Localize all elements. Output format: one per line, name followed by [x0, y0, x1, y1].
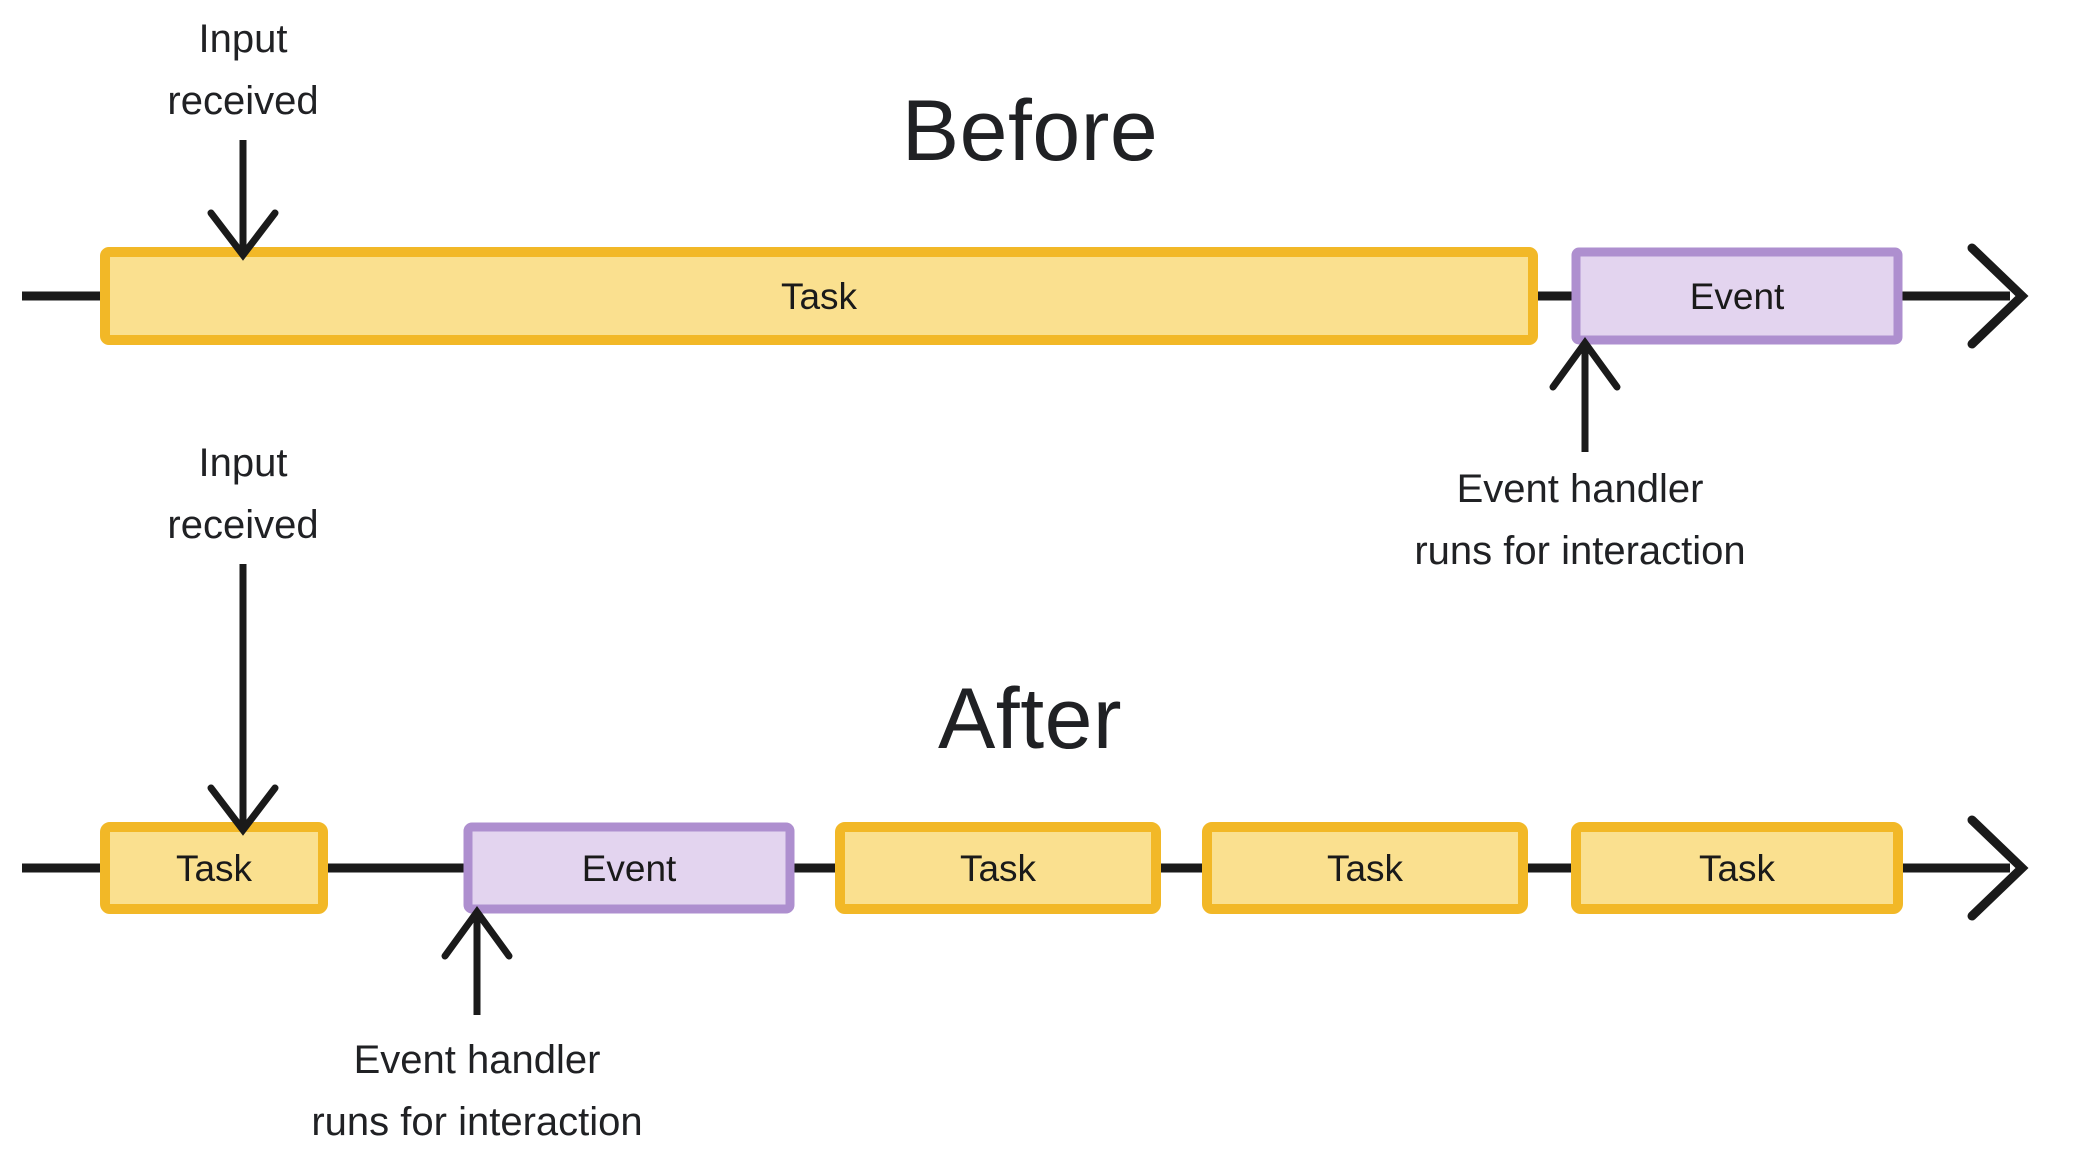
task-box-label: Task [1327, 848, 1404, 889]
annotation-line-2: runs for interaction [1414, 529, 1745, 573]
annotation-line-1: Input [199, 17, 288, 61]
timeline-box-task[interactable]: Task [100, 247, 1538, 345]
timeline-box-task-3[interactable]: Task [1202, 822, 1528, 914]
timeline-box-task-1[interactable]: Task [100, 822, 328, 914]
annotation-input-received-before: Input received [167, 17, 319, 261]
task-box-rect [1202, 822, 1528, 914]
event-box-label: Event [582, 848, 677, 889]
section-title-after: After [938, 671, 1122, 767]
annotation-line-1: Event handler [354, 1038, 601, 1082]
task-box-rect [100, 247, 1538, 345]
section-title-before: Before [902, 83, 1158, 179]
annotation-line-2: runs for interaction [311, 1100, 642, 1144]
arrow-down-icon [207, 784, 279, 836]
task-box-label: Task [1699, 848, 1776, 889]
event-box-label: Event [1690, 276, 1785, 317]
task-box-label: Task [960, 848, 1037, 889]
timeline-arrowhead-after [1967, 815, 2029, 921]
task-box-label: Task [781, 276, 858, 317]
timeline-arrowhead-before [1967, 243, 2029, 349]
annotation-line-1: Input [199, 441, 288, 485]
timeline-box-task-4[interactable]: Task [1571, 822, 1903, 914]
annotation-line-2: received [167, 79, 318, 123]
task-box-rect [1571, 822, 1903, 914]
event-box-rect [1571, 247, 1903, 345]
event-box-rect [463, 822, 795, 914]
timeline-box-event[interactable]: Event [463, 822, 795, 914]
section-before: Before Task Event Input received [22, 17, 2029, 573]
annotation-event-handler-after: Event handler runs for interaction [311, 906, 643, 1144]
arrow-down-icon [207, 209, 279, 261]
task-box-rect [835, 822, 1161, 914]
arrow-up-icon [441, 906, 513, 960]
annotation-line-2: received [167, 503, 318, 547]
task-box-label: Task [176, 848, 253, 889]
annotation-line-1: Event handler [1457, 467, 1704, 511]
section-after: After Task Event Task Task [22, 441, 2029, 1144]
arrow-up-icon [1549, 337, 1621, 391]
timeline-box-task-2[interactable]: Task [835, 822, 1161, 914]
annotation-event-handler-before: Event handler runs for interaction [1414, 337, 1746, 573]
annotation-input-received-after: Input received [167, 441, 319, 836]
timeline-box-event[interactable]: Event [1571, 247, 1903, 345]
task-box-rect [100, 822, 328, 914]
